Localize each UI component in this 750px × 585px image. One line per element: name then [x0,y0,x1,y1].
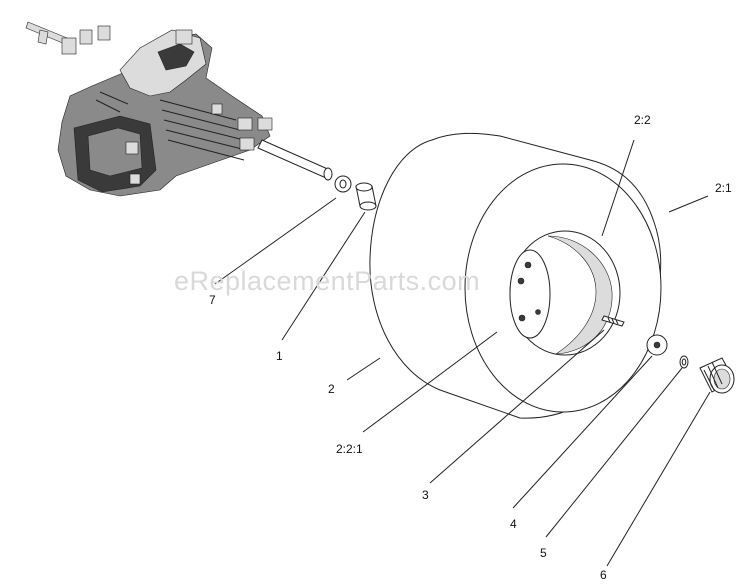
ring-part-5 [679,355,689,369]
rim-part-2-2 [509,230,621,356]
spacer-part-1 [355,182,377,211]
callout-3: 3 [422,488,429,502]
leader-7 [214,197,337,285]
leader-2 [346,357,381,381]
callout-5: 5 [540,546,547,560]
callout-2-1: 2:1 [715,181,732,195]
callout-7: 7 [209,293,216,307]
callout-2-2: 2:2 [634,113,651,127]
washer-part-7 [334,175,352,193]
leader-2-2 [601,139,635,237]
callout-1: 1 [276,349,283,363]
tire-part-2 [369,132,662,419]
leader-2-1 [668,195,709,213]
leader-1 [281,211,366,341]
leader-lines [214,139,711,567]
leader-5 [545,367,683,538]
leader-6 [606,391,711,567]
key-part-3 [601,315,625,327]
washer-part-4 [646,334,668,356]
callout-2-2-1: 2:2:1 [336,442,363,456]
leader-4 [512,355,653,509]
cap-part-6 [699,357,735,394]
callout-6: 6 [600,568,607,582]
callout-2: 2 [328,382,335,396]
callout-4: 4 [510,517,517,531]
transaxle-assembly [25,21,333,197]
leader-2-2-1 [362,331,498,433]
leader-3 [429,329,605,484]
watermark-text: eReplacementParts.com [174,266,480,296]
